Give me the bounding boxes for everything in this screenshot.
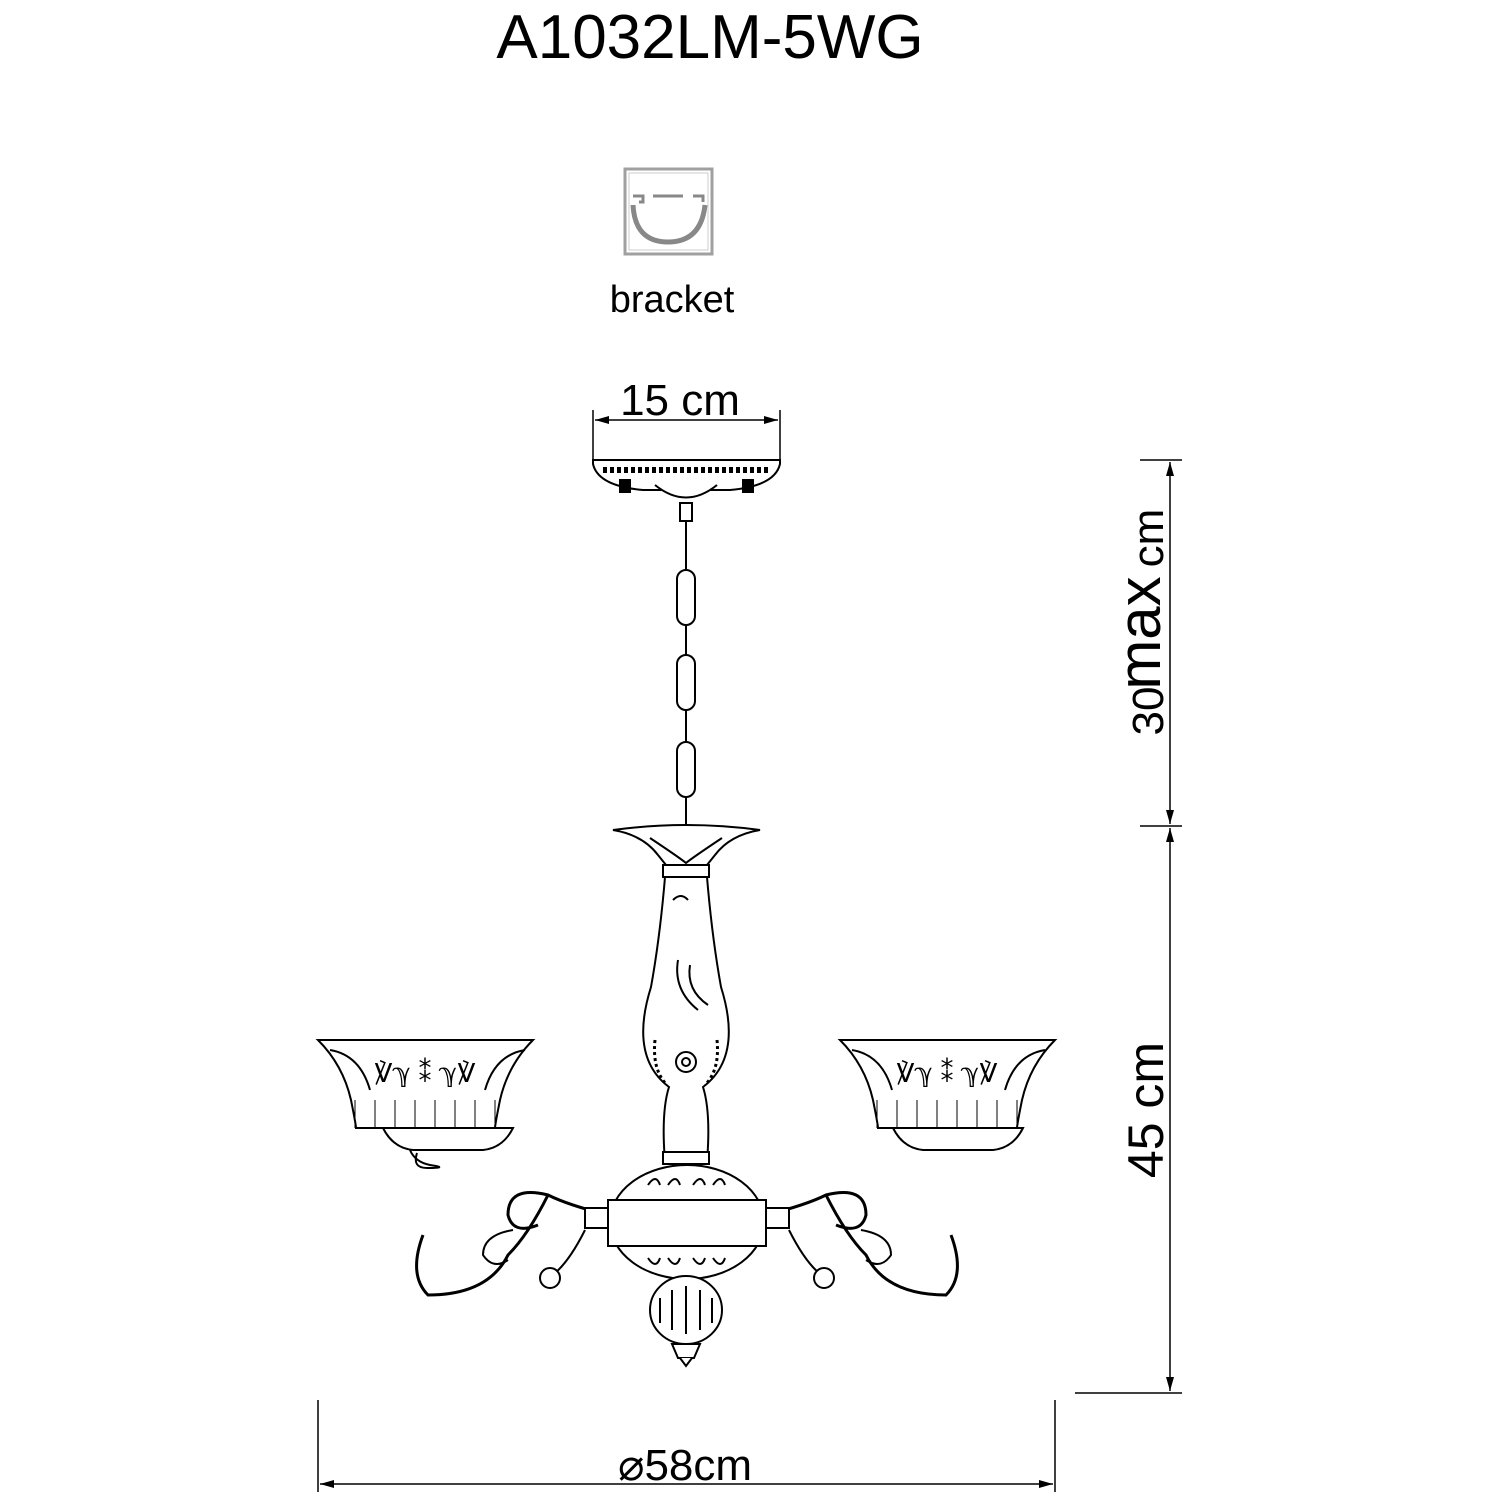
chain-length-value: 30: [1124, 687, 1173, 736]
svg-text:℣ℽ ⁑ ℽ℣: ℣ℽ ⁑ ℽ℣: [897, 1058, 998, 1088]
chain: [676, 520, 696, 828]
chain-length-label: 30 max cm: [1106, 509, 1173, 736]
bracket-label: bracket: [610, 279, 735, 321]
left-shade: ℣ℽ ⁑ ℽ℣: [315, 1039, 536, 1129]
canopy-width-label: 15 cm: [620, 376, 740, 425]
chandelier: ℣ℽ ⁑ ℽ℣ ℣ℽ ⁑ ℽ℣: [315, 459, 1058, 1368]
model-title: A1032LM-5WG: [496, 3, 923, 72]
canopy-width-dimension: [592, 410, 781, 462]
height-dimensions: [1075, 459, 1182, 1394]
diameter-label: ⌀58cm: [618, 1441, 752, 1490]
bracket-icon: [623, 167, 714, 256]
body-height-label: 45 cm: [1118, 1042, 1174, 1178]
chain-length-unit: cm: [1124, 509, 1173, 568]
chain-length-qualifier: max: [1106, 576, 1173, 689]
diameter-dimension: [317, 1400, 1056, 1492]
svg-text:℣ℽ ⁑ ℽ℣: ℣ℽ ⁑ ℽ℣: [375, 1058, 476, 1088]
right-shade: ℣ℽ ⁑ ℽ℣: [837, 1039, 1058, 1129]
